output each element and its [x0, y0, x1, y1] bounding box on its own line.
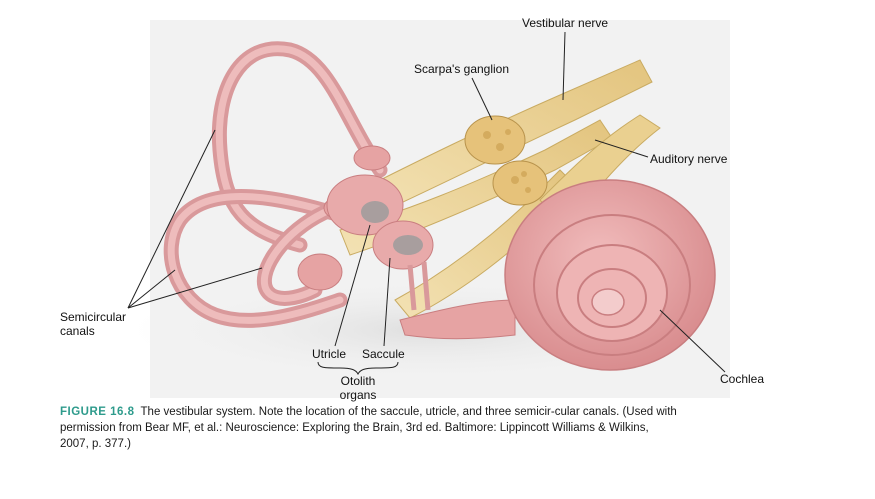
label-otolith-line2: organs: [339, 388, 377, 402]
leader-lines: [127, 31, 726, 376]
label-semicircular-line1: Semicircular: [60, 310, 127, 324]
scarpas-ganglion: [464, 115, 548, 206]
vestibule: [326, 174, 434, 270]
cochlea: [399, 179, 716, 371]
caption-text: The vestibular system. Note the location…: [60, 406, 677, 450]
label-otolith-line1: Otolith: [340, 374, 376, 388]
label-vestibular-nerve: Vestibular nerve: [522, 16, 609, 30]
utricle-macula: [361, 201, 389, 223]
figure-number: FIGURE 16.8: [60, 406, 135, 418]
semicircular-canals: [163, 41, 388, 328]
label-scarpas-ganglion: Scarpa's ganglion: [414, 62, 510, 76]
label-otolith-organs: Otolith organs: [328, 374, 388, 402]
label-semicircular-canals: Semicircular canals: [60, 310, 126, 338]
label-semicircular-line2: canals: [60, 324, 95, 338]
label-cochlea: Cochlea: [720, 372, 765, 386]
ductus-reuniens: [407, 261, 431, 311]
saccule-macula: [393, 235, 423, 255]
label-auditory-nerve: Auditory nerve: [650, 152, 728, 166]
label-utricle: Utricle: [312, 347, 347, 361]
label-saccule: Saccule: [362, 347, 405, 361]
